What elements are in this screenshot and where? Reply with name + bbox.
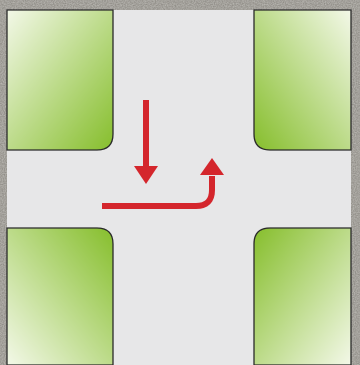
- grass-block-top-left: [7, 10, 113, 150]
- grass-block-top-right: [254, 10, 351, 150]
- grass-block-bottom-right: [254, 228, 351, 365]
- grass-block-bottom-left: [7, 228, 113, 365]
